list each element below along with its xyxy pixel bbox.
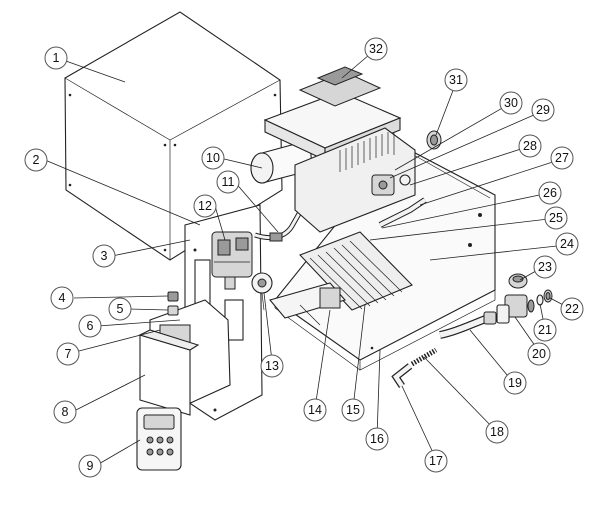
fitting-5 <box>167 305 179 316</box>
callout-number: 14 <box>308 403 322 417</box>
callout-number: 8 <box>62 405 69 419</box>
callout-number: 31 <box>449 73 463 87</box>
callout-2: 2 <box>24 148 48 172</box>
flexible-hose <box>439 311 497 339</box>
callout-number: 22 <box>565 302 579 316</box>
callout-4: 4 <box>50 286 74 310</box>
callout-number: 17 <box>429 454 443 468</box>
callout-31: 31 <box>444 68 468 92</box>
callout-17: 17 <box>424 449 448 473</box>
callout-19: 19 <box>503 371 527 395</box>
callout-29: 29 <box>531 98 555 122</box>
callout-7: 7 <box>56 342 80 366</box>
callout-23: 23 <box>533 255 557 279</box>
valve-cap-23 <box>508 273 528 289</box>
callout-number: 9 <box>87 459 94 473</box>
heat-exchanger <box>294 127 416 233</box>
callout-10: 10 <box>201 146 225 170</box>
callout-22: 22 <box>560 297 584 321</box>
callout-12: 12 <box>193 194 217 218</box>
callout-number: 21 <box>538 323 552 337</box>
callout-number: 12 <box>198 199 212 213</box>
callout-number: 25 <box>549 211 563 225</box>
remote-controller <box>136 407 182 471</box>
callout-number: 4 <box>59 291 66 305</box>
callout-number: 3 <box>101 249 108 263</box>
burner-tubes <box>309 240 403 310</box>
callout-number: 1 <box>53 51 60 65</box>
callout-11: 11 <box>216 170 240 194</box>
callout-27: 27 <box>550 146 574 170</box>
callout-26: 26 <box>538 181 562 205</box>
control-box-cover <box>138 329 200 416</box>
callout-number: 15 <box>346 403 360 417</box>
callout-number: 20 <box>532 347 546 361</box>
callout-number: 11 <box>222 175 235 189</box>
callout-21: 21 <box>533 318 557 342</box>
callout-number: 10 <box>206 151 220 165</box>
callout-13: 13 <box>260 354 284 378</box>
callout-1: 1 <box>44 46 68 70</box>
callouts: 1 2 3 4 5 6 7 8 9 10 11 12 13 14 15 16 1… <box>24 37 584 478</box>
callout-5: 5 <box>108 297 132 321</box>
callout-number: 26 <box>543 186 557 200</box>
gas-valve <box>211 231 253 290</box>
callout-number: 24 <box>560 237 574 251</box>
callout-number: 32 <box>369 42 383 56</box>
callout-20: 20 <box>527 342 551 366</box>
callout-24: 24 <box>555 232 579 256</box>
callout-number: 6 <box>87 319 94 333</box>
drain-elbow <box>391 363 413 388</box>
callout-9: 9 <box>78 454 102 478</box>
callout-number: 23 <box>538 260 552 274</box>
ignition-electrode <box>251 272 273 311</box>
callout-25: 25 <box>544 206 568 230</box>
callout-3: 3 <box>92 244 116 268</box>
leader-lines <box>44 48 572 466</box>
inlet-valve-assembly <box>496 294 535 324</box>
callout-6: 6 <box>78 314 102 338</box>
callout-number: 19 <box>508 376 522 390</box>
callout-number: 5 <box>117 302 124 316</box>
callout-number: 27 <box>555 151 569 165</box>
heat-exchanger-fins <box>339 132 395 172</box>
callout-number: 2 <box>33 153 40 167</box>
burner-manifold <box>269 282 346 326</box>
callout-number: 13 <box>265 359 279 373</box>
filter-22 <box>543 289 553 303</box>
callout-14: 14 <box>303 398 327 422</box>
front-cover-panel <box>64 11 283 261</box>
fitting-4 <box>167 291 179 302</box>
callout-18: 18 <box>485 420 509 444</box>
callout-28: 28 <box>518 134 542 158</box>
callout-8: 8 <box>53 400 77 424</box>
fitting-cap-31 <box>426 130 442 150</box>
gas-pipe <box>254 210 303 242</box>
callout-number: 16 <box>370 432 384 446</box>
callout-30: 30 <box>499 91 523 115</box>
callout-number: 30 <box>504 96 518 110</box>
washer-21 <box>536 294 544 306</box>
callout-32: 32 <box>364 37 388 61</box>
callout-number: 18 <box>490 425 504 439</box>
callout-number: 7 <box>65 347 72 361</box>
callout-number: 28 <box>523 139 537 153</box>
callout-number: 29 <box>536 103 550 117</box>
callout-16: 16 <box>365 427 389 451</box>
callout-15: 15 <box>341 398 365 422</box>
